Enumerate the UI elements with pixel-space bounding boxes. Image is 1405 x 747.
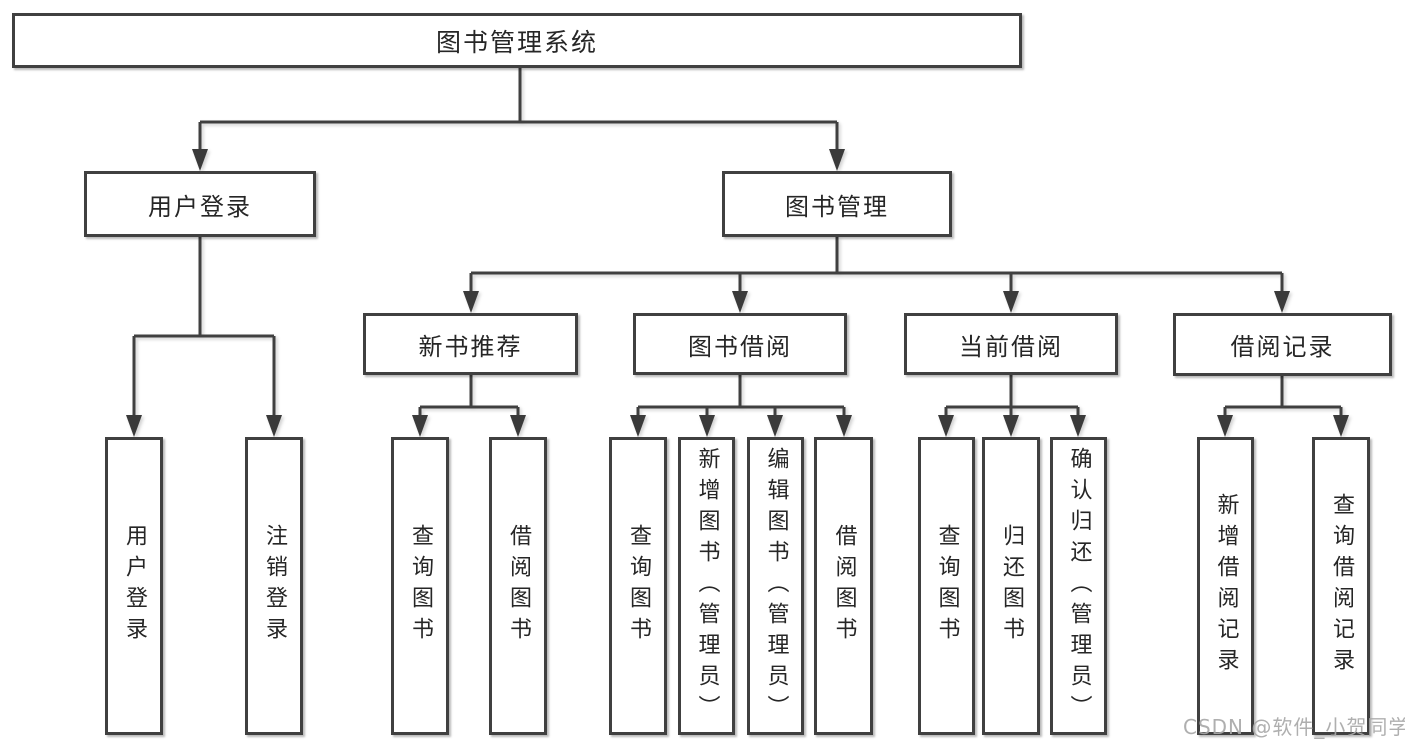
arrowhead	[1003, 291, 1019, 313]
arrowhead	[412, 415, 428, 437]
node-label: 借阅图书	[831, 524, 857, 648]
node-label: 查询图书	[934, 524, 960, 648]
watermark: CSDN @软件_小贺同学	[1183, 715, 1405, 739]
connector-new-book-recommend-to-children	[412, 375, 526, 437]
node-label: 确认归还（管理员）	[1066, 446, 1092, 726]
node-label: 用户登录	[148, 192, 252, 221]
leaf-logout-login: 注销登录	[245, 437, 303, 735]
leaf-add-books-admin: 新增图书（管理员）	[678, 437, 735, 735]
leaf-borrow-books: 借阅图书	[814, 437, 873, 735]
node-user-login: 用户登录	[84, 171, 316, 237]
connector-current-borrow-to-children	[938, 375, 1086, 437]
leaf-borrow-books-recommend: 借阅图书	[489, 437, 547, 735]
node-current-borrow: 当前借阅	[904, 313, 1118, 375]
arrowhead	[767, 415, 783, 437]
connector-root-to-level2	[192, 68, 845, 171]
leaf-user-login: 用户登录	[105, 437, 163, 735]
arrowhead	[938, 415, 954, 437]
node-label: 借阅图书	[506, 524, 531, 648]
node-label: 借阅记录	[1230, 333, 1335, 361]
arrowhead	[699, 415, 715, 437]
leaf-query-books-recommend: 查询图书	[391, 437, 449, 735]
arrowhead	[463, 291, 479, 313]
node-label: 查询图书	[408, 524, 433, 648]
node-book-borrow: 图书借阅	[633, 313, 847, 375]
leaf-query-books-current: 查询图书	[918, 437, 975, 735]
node-label: 当前借阅	[959, 332, 1063, 361]
node-book-management: 图书管理	[722, 171, 952, 237]
node-label: 查询图书	[626, 524, 651, 648]
arrowhead	[126, 415, 142, 437]
arrowhead	[1274, 291, 1290, 313]
leaf-confirm-return-admin: 确认归还（管理员）	[1050, 437, 1107, 735]
node-label: 查询借阅记录	[1329, 493, 1354, 679]
arrowhead	[836, 415, 852, 437]
node-label: 新增借阅记录	[1213, 493, 1239, 679]
connector-book-management-to-level3	[463, 237, 1290, 313]
node-label: 图书管理系统	[435, 27, 598, 57]
node-label: 归还图书	[999, 524, 1024, 648]
connector-book-borrow-to-children	[630, 375, 852, 437]
arrowhead	[192, 149, 208, 171]
node-borrow-records: 借阅记录	[1173, 313, 1392, 376]
arrowhead	[829, 149, 845, 171]
node-label: 用户登录	[122, 524, 147, 648]
node-root: 图书管理系统	[12, 13, 1022, 68]
arrowhead	[732, 291, 748, 313]
leaf-query-books-borrow: 查询图书	[609, 437, 667, 735]
node-new-book-recommend: 新书推荐	[363, 313, 578, 375]
node-label: 新书推荐	[418, 332, 523, 361]
arrowhead	[510, 415, 526, 437]
arrowhead	[1003, 415, 1019, 437]
connector-user-login-to-children	[126, 237, 282, 437]
node-label: 图书管理	[785, 192, 889, 221]
node-label: 编辑图书（管理员）	[763, 446, 789, 726]
node-label: 注销登录	[262, 524, 287, 648]
leaf-return-books: 归还图书	[982, 437, 1040, 735]
node-label: 新增图书（管理员）	[694, 446, 720, 726]
connector-borrow-records-to-children	[1217, 376, 1349, 437]
arrowhead	[1070, 415, 1086, 437]
leaf-edit-books-admin: 编辑图书（管理员）	[747, 437, 804, 735]
arrowhead	[630, 415, 646, 437]
arrowhead	[1217, 415, 1233, 437]
arrowhead	[266, 415, 282, 437]
node-label: 图书借阅	[688, 332, 792, 361]
arrowhead	[1333, 415, 1349, 437]
leaf-query-borrow-record: 查询借阅记录	[1312, 437, 1370, 735]
leaf-add-borrow-record: 新增借阅记录	[1197, 437, 1254, 735]
